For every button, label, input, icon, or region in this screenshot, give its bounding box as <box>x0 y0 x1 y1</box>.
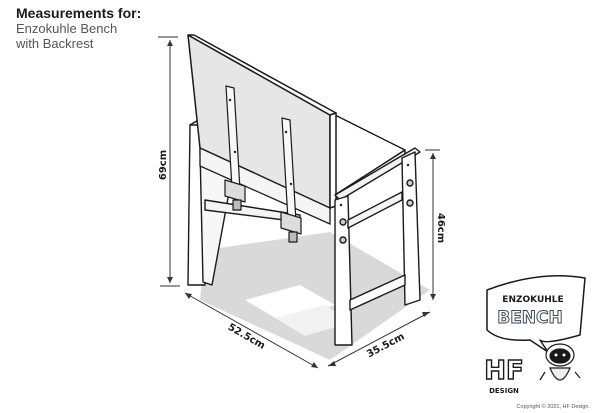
floor-shadow <box>200 232 430 360</box>
brand-sub: DESIGN <box>489 387 519 395</box>
backrest-posts <box>224 85 302 243</box>
logo-speech-main: BENCH <box>497 308 563 328</box>
dim-total-height: 69cm <box>158 150 169 180</box>
title-block: Measurements for: Enzokuhle Bench with B… <box>16 5 142 52</box>
logo-speech-top: ENZOKUHLE <box>502 295 563 305</box>
product-name-line1: Enzokuhle Bench <box>16 21 118 36</box>
hf-design-logo: HF DESIGN <box>484 355 525 395</box>
right-side-frame <box>334 147 421 346</box>
dim-seat-height: 46cm <box>435 213 446 243</box>
backrest-panel <box>187 34 337 209</box>
logo-speech-bubble: ENZOKUHLE BENCH <box>486 274 586 353</box>
brand-mark: HF <box>484 356 524 386</box>
product-name-line2: with Backrest <box>16 36 94 51</box>
measurements-heading: Measurements for: <box>16 5 142 21</box>
dimension-lines <box>158 36 440 369</box>
robot-mascot-icon <box>539 343 581 381</box>
copyright-text: Copyright © 2021, HF Design. <box>516 404 590 410</box>
